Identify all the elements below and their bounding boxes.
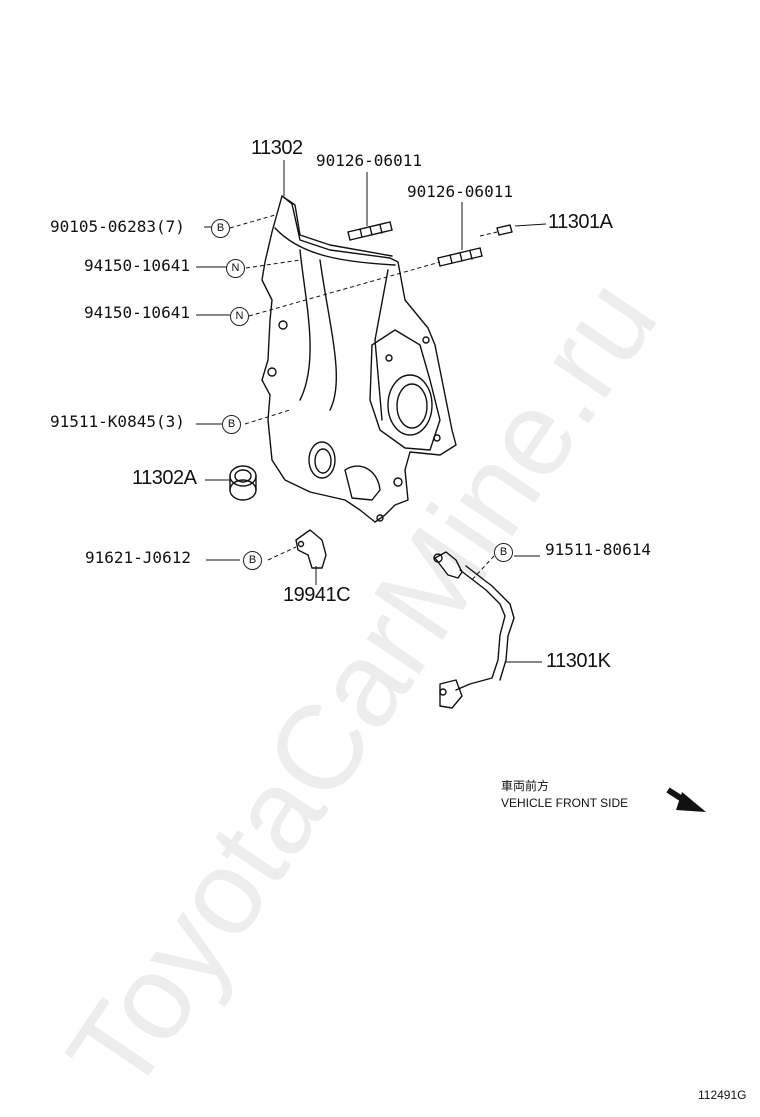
label-90105-06283: 90105-06283(7) — [50, 217, 185, 236]
label-11302: 11302 — [251, 137, 303, 159]
badge-n-94150-b: N — [230, 307, 249, 326]
label-90126-06011-a: 90126-06011 — [316, 151, 422, 170]
direction-en: VEHICLE FRONT SIDE — [501, 796, 629, 810]
label-94150-10641-b: 94150-10641 — [84, 303, 190, 322]
label-90126-06011-b: 90126-06011 — [407, 182, 513, 201]
badge-n-94150-a: N — [226, 259, 245, 278]
dowel-11301a — [496, 224, 513, 236]
bracket-19941c — [295, 529, 327, 569]
stud-90126-b — [437, 247, 483, 267]
badge-b-91511-80614: B — [494, 543, 513, 562]
badge-b-90105: B — [211, 219, 230, 238]
label-11302a: 11302A — [132, 467, 197, 489]
timing-cover — [261, 195, 457, 523]
arrow-down-right-icon — [666, 787, 706, 812]
direction-jp: 車両前方 — [501, 779, 550, 793]
crank-sensor-11301k — [433, 551, 515, 709]
label-19941c: 19941C — [283, 584, 351, 606]
oil-seal-11302a — [229, 465, 257, 501]
figure-id: 112491G — [698, 1088, 747, 1102]
label-94150-10641-a: 94150-10641 — [84, 256, 190, 275]
label-11301k: 11301K — [546, 650, 611, 672]
label-91511-k0845: 91511-K0845(3) — [50, 412, 185, 431]
label-91511-80614: 91511-80614 — [545, 540, 651, 559]
cover-top-flange — [274, 195, 396, 266]
badge-b-91621: B — [243, 551, 262, 570]
stud-90126-a — [347, 221, 393, 241]
badge-b-91511-k0845: B — [222, 415, 241, 434]
label-91621-j0612: 91621-J0612 — [85, 548, 191, 567]
label-11301a: 11301A — [548, 211, 613, 233]
